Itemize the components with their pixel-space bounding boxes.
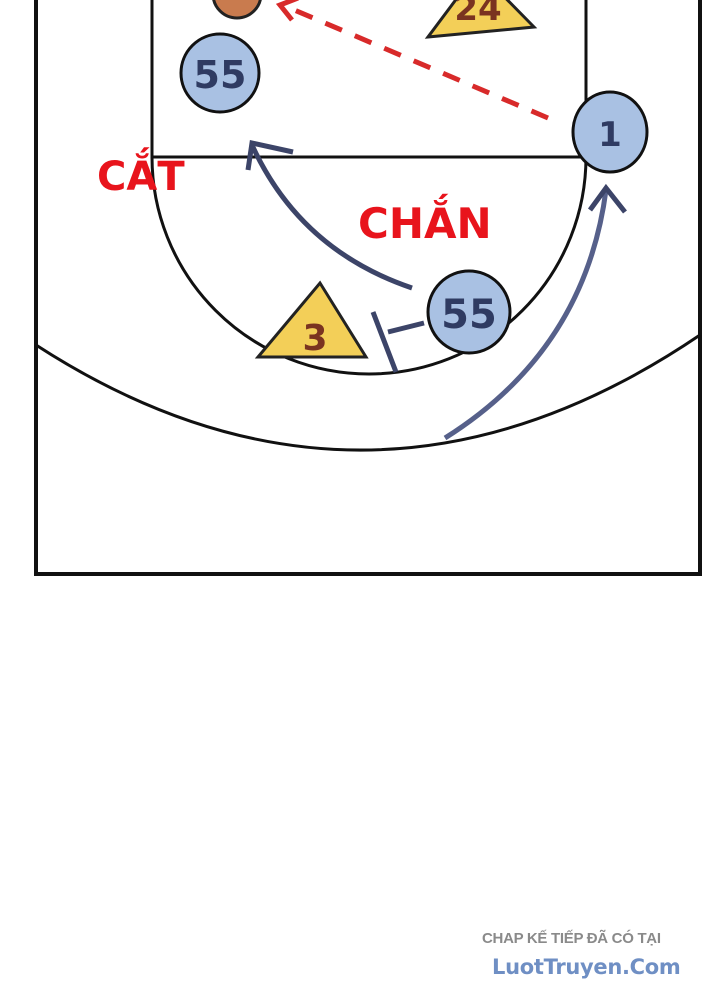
roll-arrow	[443, 189, 609, 441]
pass-dashed-line	[284, 3, 549, 121]
roll-arrowhead	[587, 183, 627, 214]
player-number: 24	[454, 0, 501, 29]
offense-player-55-upper: 55	[179, 32, 261, 114]
defender-24: 24	[424, 0, 538, 39]
cut-arrowhead	[245, 139, 294, 171]
key-lane	[150, 0, 588, 159]
court-boundary	[34, 0, 702, 576]
cut-arrow	[249, 143, 413, 291]
pass-arrowhead	[275, 0, 299, 22]
basketball-icon	[212, 0, 262, 20]
watermark-caption: CHAP KẾ TIẾP ĐÃ CÓ TẠI	[482, 930, 661, 947]
player-number: 55	[441, 292, 497, 338]
defender-3: 3	[254, 280, 369, 359]
screen-label: CHẮN	[358, 192, 492, 248]
watermark-site: LuotTruyen.Com	[492, 955, 681, 979]
cut-label: CẮT	[97, 146, 185, 200]
three-point-arc	[35, 333, 701, 452]
screen-mark	[370, 311, 425, 373]
offense-player-55-lower: 55	[426, 269, 512, 355]
player-number: 55	[194, 53, 247, 97]
free-throw-circle	[150, 156, 588, 376]
offense-player-1: 1	[571, 90, 649, 174]
player-number: 3	[302, 318, 327, 359]
player-number: 1	[598, 115, 622, 155]
